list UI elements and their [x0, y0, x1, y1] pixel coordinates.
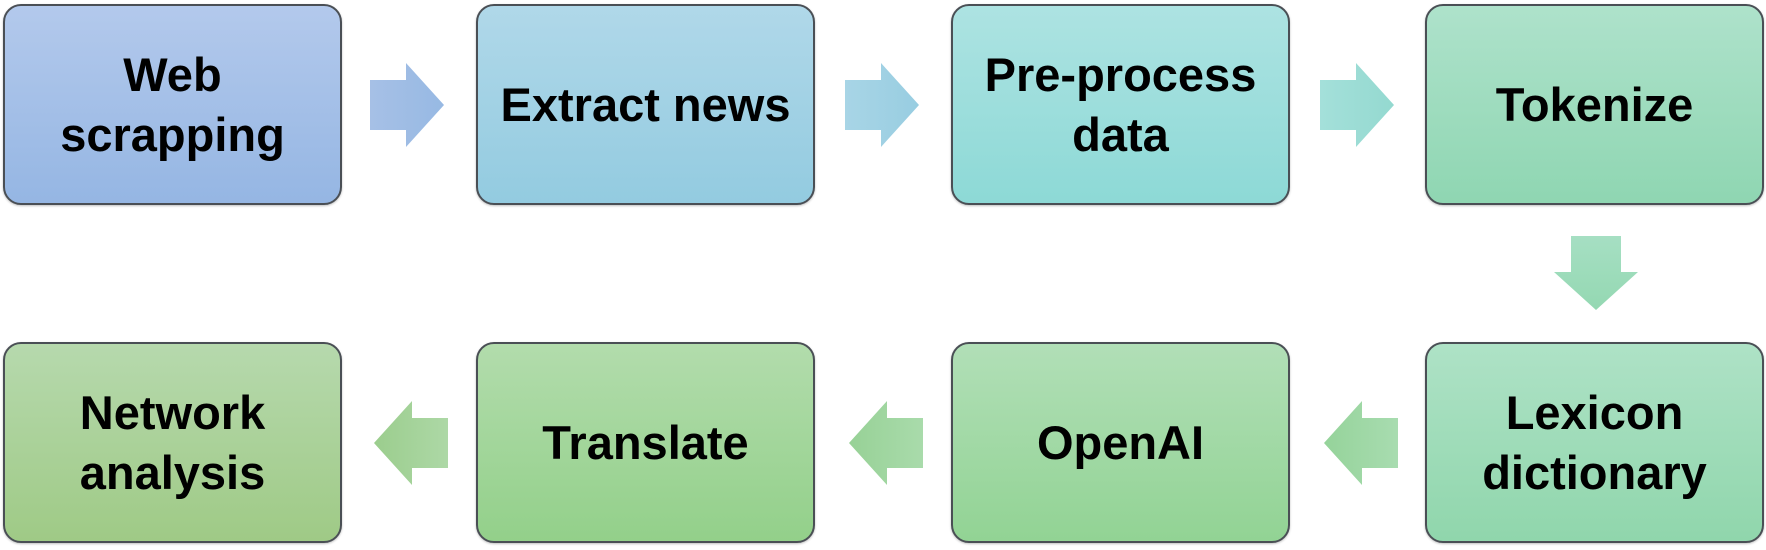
arrow-right-icon — [845, 63, 919, 147]
step-label: Extract news — [500, 77, 791, 131]
arrow-right-icon — [370, 63, 444, 147]
step-tokenize: Tokenize — [1425, 4, 1764, 205]
step-pre-process-data: Pre-process data — [951, 4, 1290, 205]
step-lexicon-dictionary: Lexicon dictionary — [1425, 342, 1764, 543]
arrow-left-icon — [374, 401, 448, 485]
step-label: Tokenize — [1495, 77, 1694, 131]
arrow-left-icon — [1324, 401, 1398, 485]
step-label: Network analysis — [79, 385, 266, 499]
step-translate: Translate — [476, 342, 815, 543]
step-network-analysis: Network analysis — [3, 342, 342, 543]
step-openai: OpenAI — [951, 342, 1290, 543]
step-label: Translate — [542, 415, 749, 469]
arrow-right-icon — [1320, 63, 1394, 147]
step-label: Web scrapping — [60, 47, 285, 161]
step-label: OpenAI — [1036, 415, 1205, 469]
step-web-scrapping: Web scrapping — [3, 4, 342, 205]
step-label: Pre-process data — [984, 47, 1257, 161]
step-label: Lexicon dictionary — [1482, 385, 1707, 499]
step-extract-news: Extract news — [476, 4, 815, 205]
arrow-down-icon — [1554, 236, 1638, 310]
arrow-left-icon — [849, 401, 923, 485]
